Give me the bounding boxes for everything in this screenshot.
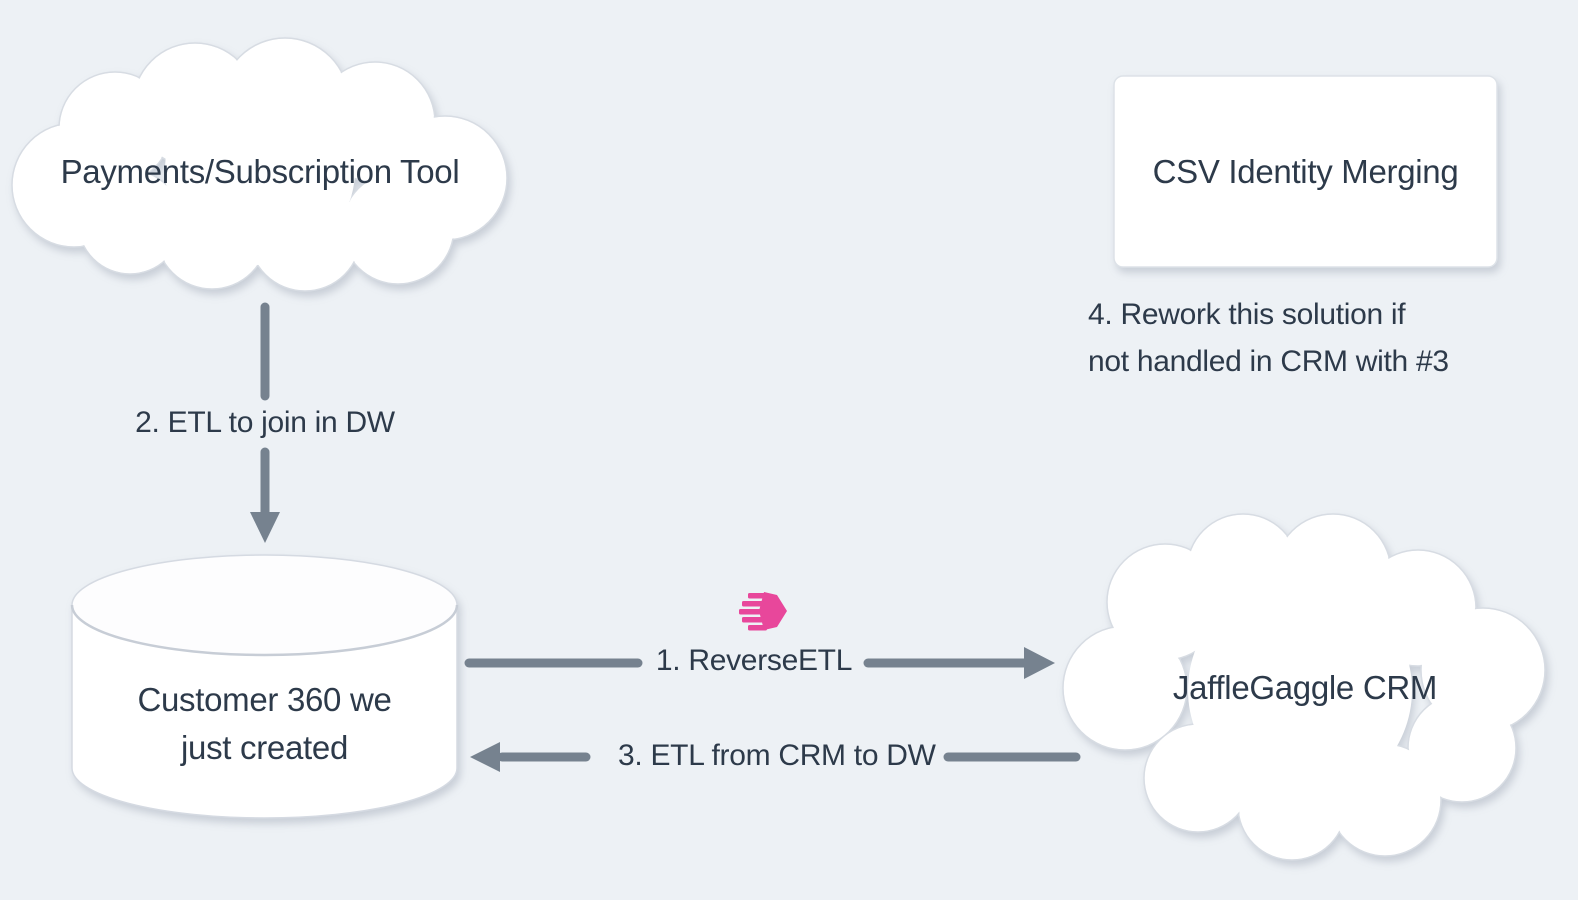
crm-node-label: JaffleGaggle CRM [1172,669,1438,706]
warehouse-label-line1: Customer 360 we [137,681,392,718]
csv-merging-node-label: CSV Identity Merging [1152,153,1459,190]
grouparoo-hexagon-stripes-icon [739,592,787,631]
rework-note-line2: not handled in CRM with #3 [1088,345,1449,378]
warehouse-cylinder-shape [70,554,459,819]
payments-cloud-shape [11,37,508,292]
rework-note: 4. Rework this solution if not handled i… [1088,291,1449,385]
edge-etl-join-label: 2. ETL to join in DW [135,406,395,439]
arrowhead-down-icon [250,512,280,543]
csv-merging-box-shape [1113,75,1498,268]
rework-note-line1: 4. Rework this solution if [1088,298,1406,331]
warehouse-label-line2: just created [181,729,348,766]
edge-reverse-etl-label: 1. ReverseETL [655,644,853,677]
arrows [250,302,1081,772]
arrowhead-right-icon [1024,647,1055,679]
crm-cloud-shape [1062,513,1546,861]
warehouse-node-label: Customer 360 we just created [74,676,455,772]
edge-etl-from-crm-label: 3. ETL from CRM to DW [618,739,936,772]
payments-node-label: Payments/Subscription Tool [60,153,460,190]
arrowhead-left-icon [470,742,500,772]
